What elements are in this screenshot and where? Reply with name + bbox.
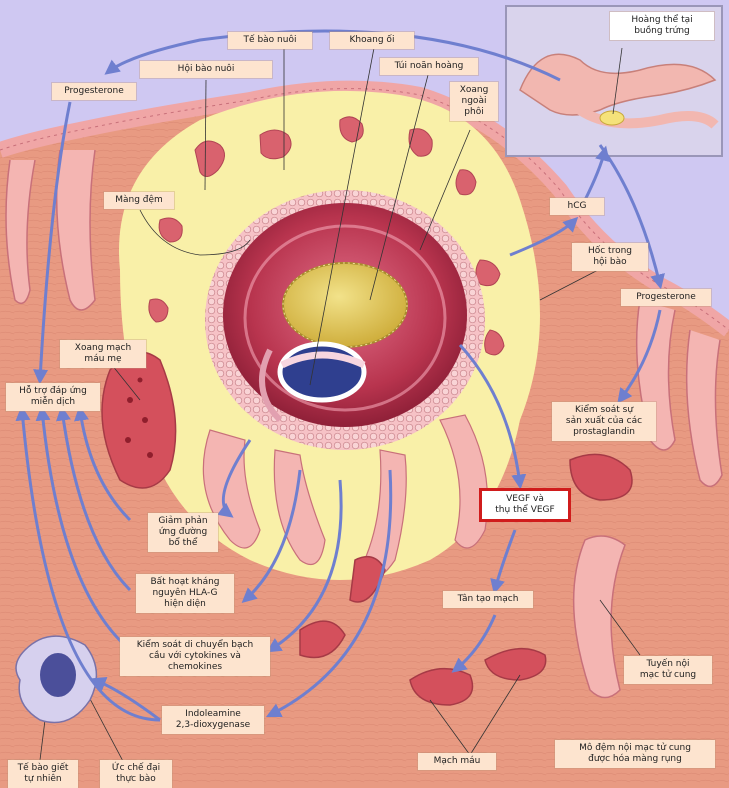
gland-right-2 (685, 329, 723, 488)
maternal-sinusoid (101, 351, 177, 489)
gland-left-1 (55, 149, 96, 311)
label-tan-tao-mach: Tân tạo mạch (443, 591, 533, 608)
blood-vessels (299, 453, 633, 706)
label-khoang-oi: Khoang ối (330, 32, 414, 49)
amnion-wall (243, 224, 447, 412)
label-progesterone-right: Progesterone (621, 289, 711, 306)
gland-bottom-right (572, 535, 626, 699)
label-hcg: hCG (550, 198, 604, 215)
leader-lines (39, 47, 641, 766)
label-mang-dem: Màng đệm (104, 192, 174, 209)
epithelium-cells (0, 88, 729, 331)
connecting-stalk (259, 348, 283, 423)
label-tui-noan-hoang: Túi noãn hoàng (380, 58, 478, 75)
label-progesterone-left: Progesterone (52, 83, 136, 100)
gland-left-2 (5, 159, 36, 305)
label-te-bao-nuoi: Tế bào nuôi (228, 32, 312, 49)
lacunae (148, 116, 505, 356)
label-hoi-bao-nuoi: Hội bào nuôi (140, 61, 272, 78)
blood-cells (125, 377, 153, 458)
label-mach-mau: Mạch máu (418, 753, 496, 770)
